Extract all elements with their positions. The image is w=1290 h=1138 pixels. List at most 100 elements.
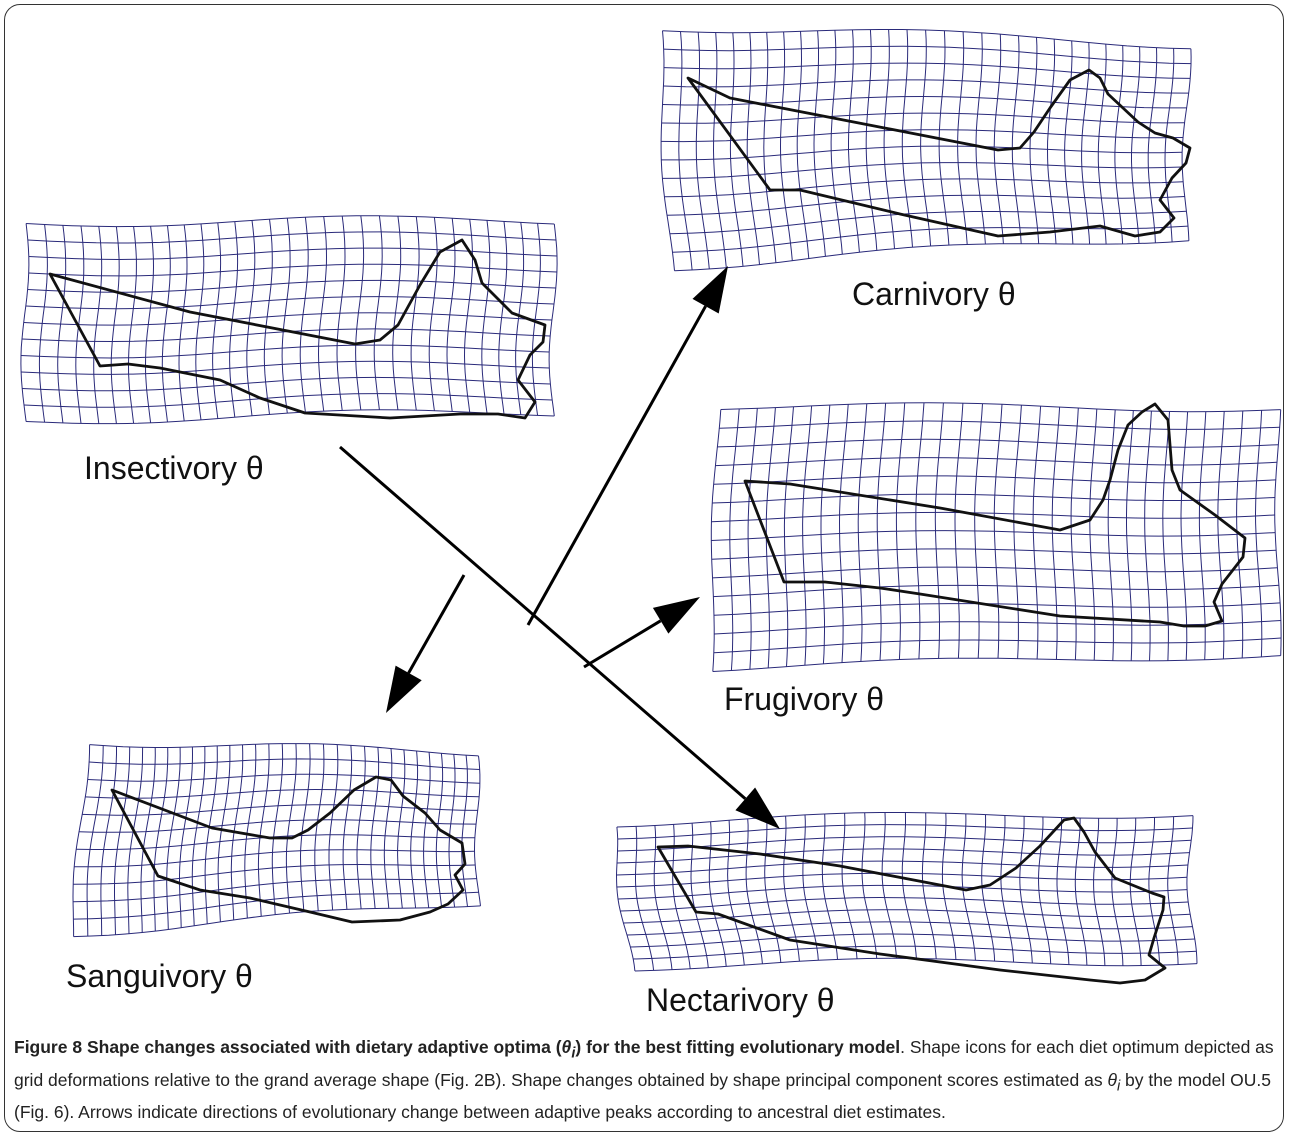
grid-row-line (74, 849, 475, 868)
grid-col-line (783, 815, 800, 962)
grid-row-line (623, 909, 1191, 924)
grid-col-line (435, 753, 444, 908)
skull-outline-insectivory (48, 238, 547, 420)
grid-col-line (1147, 47, 1158, 243)
grid-row-line (85, 788, 480, 799)
deformation-grid-insectivory (20, 215, 558, 425)
grid-col-line (802, 405, 813, 666)
grid-col-line (954, 403, 964, 659)
grid-col-line (653, 825, 673, 970)
grid-col-line (961, 813, 976, 961)
grid-col-line (140, 747, 156, 933)
grid-col-line (1236, 410, 1244, 659)
grid-col-line (727, 820, 745, 966)
grid-col-line (93, 226, 103, 424)
grid-col-line (548, 223, 558, 417)
grid-col-line (1180, 411, 1189, 661)
grid-col-line (166, 747, 181, 930)
grid-col-line (20, 223, 30, 422)
grid-col-line (195, 223, 205, 420)
grid-col-line (448, 754, 456, 908)
panel-label-insectivory: Insectivory θ (84, 450, 264, 486)
grid-col-line (473, 755, 481, 906)
grid-col-line (764, 817, 782, 963)
grid-col-line (263, 219, 273, 415)
grid-col-line (993, 404, 1003, 659)
grid-col-line (813, 30, 826, 257)
arrow-line-main-to-nectarivory (339, 445, 747, 800)
grid-col-line (710, 409, 722, 672)
grid-col-line (498, 221, 508, 415)
grid-col-line (285, 743, 297, 914)
caption-title: Shape changes associated with dietary ad… (86, 1037, 562, 1057)
grid-row-line (21, 360, 550, 375)
grid-col-line (328, 744, 339, 911)
grid-col-line (1037, 816, 1052, 964)
deformation-grid-frugivory (710, 402, 1282, 672)
arrowhead-branch-to-carnivory (692, 266, 728, 314)
grid-row-line (626, 921, 1193, 936)
grid-col-line (1074, 818, 1088, 966)
grid-col-line (746, 32, 760, 265)
grid-col-line (915, 402, 925, 659)
grid-row-line (78, 819, 477, 833)
figure-frame (4, 4, 1284, 1132)
grid-col-line (397, 749, 406, 909)
grid-row-line (28, 247, 558, 261)
grid-col-line (861, 812, 878, 959)
grid-col-line (481, 220, 491, 414)
grid-col-line (747, 408, 758, 670)
grid-col-line (1162, 411, 1170, 661)
grid-col-line (881, 812, 897, 959)
grid-col-line (246, 220, 256, 416)
grid-col-line (110, 226, 120, 424)
arrowhead-branch-to-frugivory (652, 597, 700, 634)
caption-title-end: ) for the best fitting evolutionary mode… (575, 1037, 901, 1057)
grid-col-line (127, 747, 144, 934)
grid-col-line (373, 215, 383, 410)
grid-col-line (299, 217, 309, 413)
grid-col-line (865, 29, 878, 251)
grid-col-line (355, 215, 365, 410)
grid-col-line (144, 226, 155, 423)
grid-col-line (712, 32, 727, 268)
arrowhead-branch-to-sanguivory (386, 665, 422, 713)
grid-row-line (711, 548, 1277, 560)
grid-col-line (1029, 37, 1040, 244)
grid-col-line (178, 224, 188, 422)
grid-col-line (895, 402, 906, 660)
panel-label-nectarivory: Nectarivory θ (646, 982, 835, 1018)
grid-col-line (921, 812, 937, 959)
grid-col-line (957, 31, 968, 245)
arrow-line-branch-to-sanguivory (407, 574, 466, 674)
deformation-grid-carnivory (660, 29, 1192, 272)
grid-col-line (463, 219, 474, 413)
arrow-line-branch-to-carnivory (526, 305, 707, 626)
grid-col-line (695, 32, 710, 270)
grid-col-line (515, 222, 525, 415)
grid-row-line (633, 945, 1197, 960)
panel-label-sanguivory: Sanguivory θ (66, 958, 253, 994)
grid-col-line (708, 821, 727, 967)
grid-row-line (617, 884, 1188, 900)
grid-col-line (820, 405, 831, 664)
grid-row-line (713, 637, 1282, 654)
grid-row-line (27, 231, 557, 244)
grid-col-line (314, 743, 325, 911)
grid-col-line (1013, 405, 1022, 659)
arrowhead-main-to-nectarivory (735, 787, 780, 829)
grid-col-line (1032, 406, 1042, 660)
grid-row-line (661, 112, 1185, 124)
grid-col-line (38, 224, 48, 423)
grid-row-line (674, 240, 1189, 272)
grid-col-line (1217, 411, 1225, 660)
panel-label-frugivory: Frugivory θ (724, 681, 885, 717)
grid-col-line (1111, 818, 1124, 966)
grid-row-line (663, 79, 1189, 94)
grid-col-line (531, 223, 541, 416)
grid-row-line (25, 296, 555, 310)
grid-col-line (342, 745, 353, 910)
figure-caption: Figure 8 Shape changes associated with d… (14, 1034, 1276, 1125)
grid-row-line (719, 420, 1280, 430)
grid-col-line (336, 215, 346, 411)
